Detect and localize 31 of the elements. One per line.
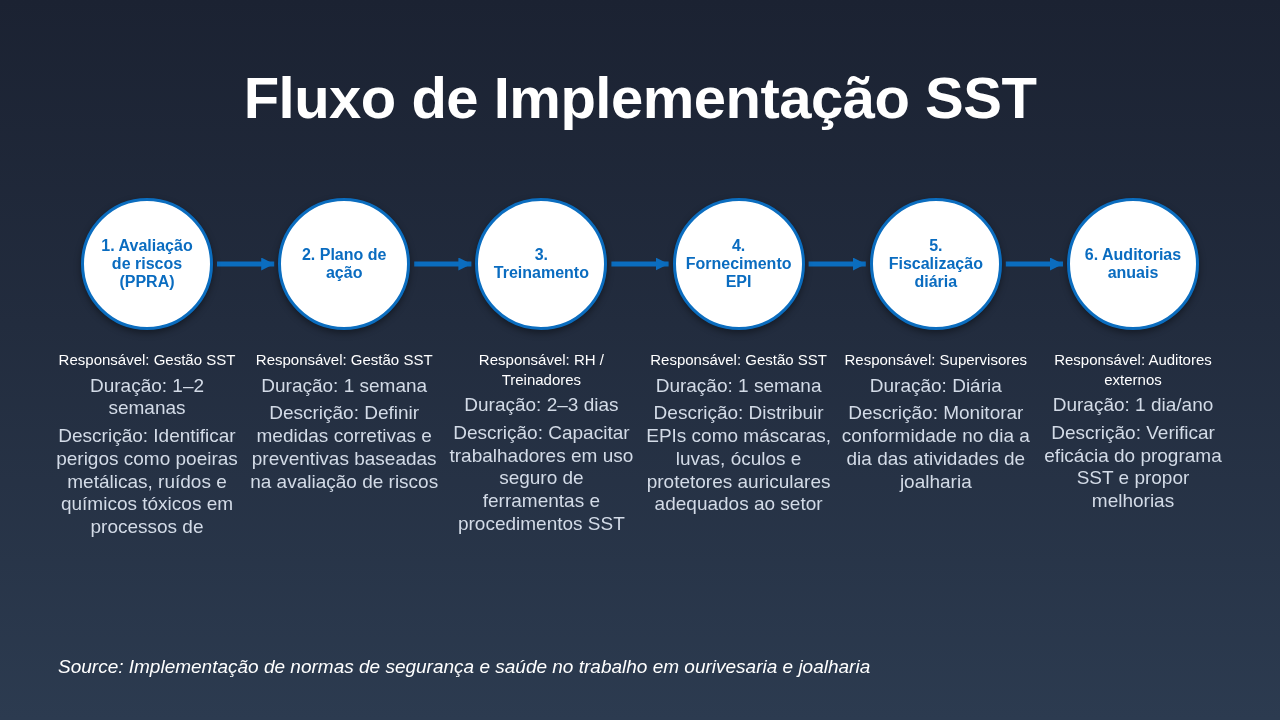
step-detail-text: Descrição: Monitorar conformidade no dia a dia das atividades de joalharia xyxy=(840,402,1031,494)
step-detail-text: Descrição: Verificar eficácia do programa SST e propor melhorias xyxy=(1043,421,1223,513)
responsible-label: Responsável: Gestão SST xyxy=(650,350,827,370)
step-circle: 2. Plano de ação xyxy=(278,198,411,330)
arrow xyxy=(217,257,275,271)
arrow xyxy=(611,257,669,271)
step-circle: 4. Fornecimento EPI xyxy=(672,198,805,330)
responsible-label: Responsável: Gestão SST xyxy=(255,350,433,370)
step-circle: 6. Auditorias anuais xyxy=(1067,198,1199,330)
step-detail-text: Duração: 1 semana xyxy=(655,374,822,398)
step-detail-text: Descrição: Distribuir EPIs como máscaras, luvas, óculos e protetores auriculares adequados ao setor xyxy=(645,402,832,517)
responsible-label: Responsável: Supervisores xyxy=(844,350,1028,370)
step-circle: 3. Treinamento xyxy=(475,198,608,330)
source-caption: Source: Implementação de normas de segurança e saúde no trabalho em ourivesaria e joalharia xyxy=(58,656,871,678)
arrow xyxy=(808,257,866,271)
step-detail-text: Duração: 1–2 semanas xyxy=(88,374,206,421)
arrow xyxy=(1005,257,1063,271)
arrow xyxy=(414,257,472,271)
step-detail-text: Descrição: Definir medidas corretivas e preventivas baseadas na avaliação de riscos xyxy=(249,402,440,494)
responsible-label: Responsável: Auditores externos xyxy=(1053,350,1213,389)
step-circle: 5. Fiscalização diária xyxy=(869,198,1002,330)
step-detail-text: Duração: 2–3 dias xyxy=(464,394,619,417)
step-detail-text: Descrição: Identificar perigos como poeiras metálicas, ruídos e químicos tóxicos em processos de xyxy=(55,425,239,540)
step-detail-text: Duração: Diária xyxy=(869,374,1002,398)
step-detail-text: Duração: 1 semana xyxy=(261,374,428,398)
responsible-label: Responsável: Gestão SST xyxy=(58,350,236,370)
responsible-label: Responsável: RH / Treinadores xyxy=(477,350,605,389)
step-detail-text: Duração: 1 dia/ano xyxy=(1052,394,1214,417)
step-circle: 1. Avaliação de riscos (PPRA) xyxy=(81,198,213,330)
step-detail-text: Descrição: Capacitar trabalhadores em uso seguro de ferramentas e procedimentos SST xyxy=(448,421,635,536)
diagram-title: Fluxo de Implementação SST xyxy=(243,66,1037,130)
